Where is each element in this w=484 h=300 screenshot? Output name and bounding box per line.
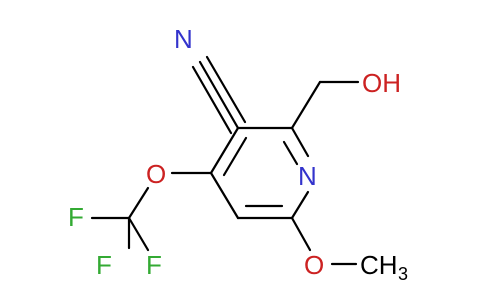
bond-nitrile-1 <box>198 60 240 130</box>
bond-c2-ch2 <box>290 80 322 130</box>
bond-ring-c4-c3 <box>209 126 240 175</box>
bond-nitrile-3 <box>191 65 233 135</box>
bond-nitrile-2 <box>205 55 247 124</box>
bond-ring-c2-n <box>290 126 310 158</box>
fluorine-right-label: F <box>146 250 162 280</box>
fluorine-bottom-label: F <box>96 250 112 280</box>
methyl-subscript: 3 <box>398 264 408 284</box>
nitrile-n-label: N <box>174 24 193 54</box>
bond-ring-c2-n-double <box>282 140 299 166</box>
ether-o-left-label: O <box>146 159 166 189</box>
bond-ring-c5-c4 <box>209 171 240 220</box>
methyl-label: CH <box>360 250 398 280</box>
fluorine-left-label: F <box>68 202 84 232</box>
bond-c6-o <box>290 216 312 252</box>
ether-o-bottom-label: O <box>304 250 324 280</box>
bond-ring-c4-c3-double <box>222 136 248 177</box>
bond-o-cf3 <box>127 186 150 220</box>
bond-cf3-f-right <box>127 216 150 252</box>
bond-ring-n-c6 <box>290 190 310 220</box>
ring-n-label: N <box>298 161 317 191</box>
hydroxyl-label: OH <box>362 68 401 98</box>
